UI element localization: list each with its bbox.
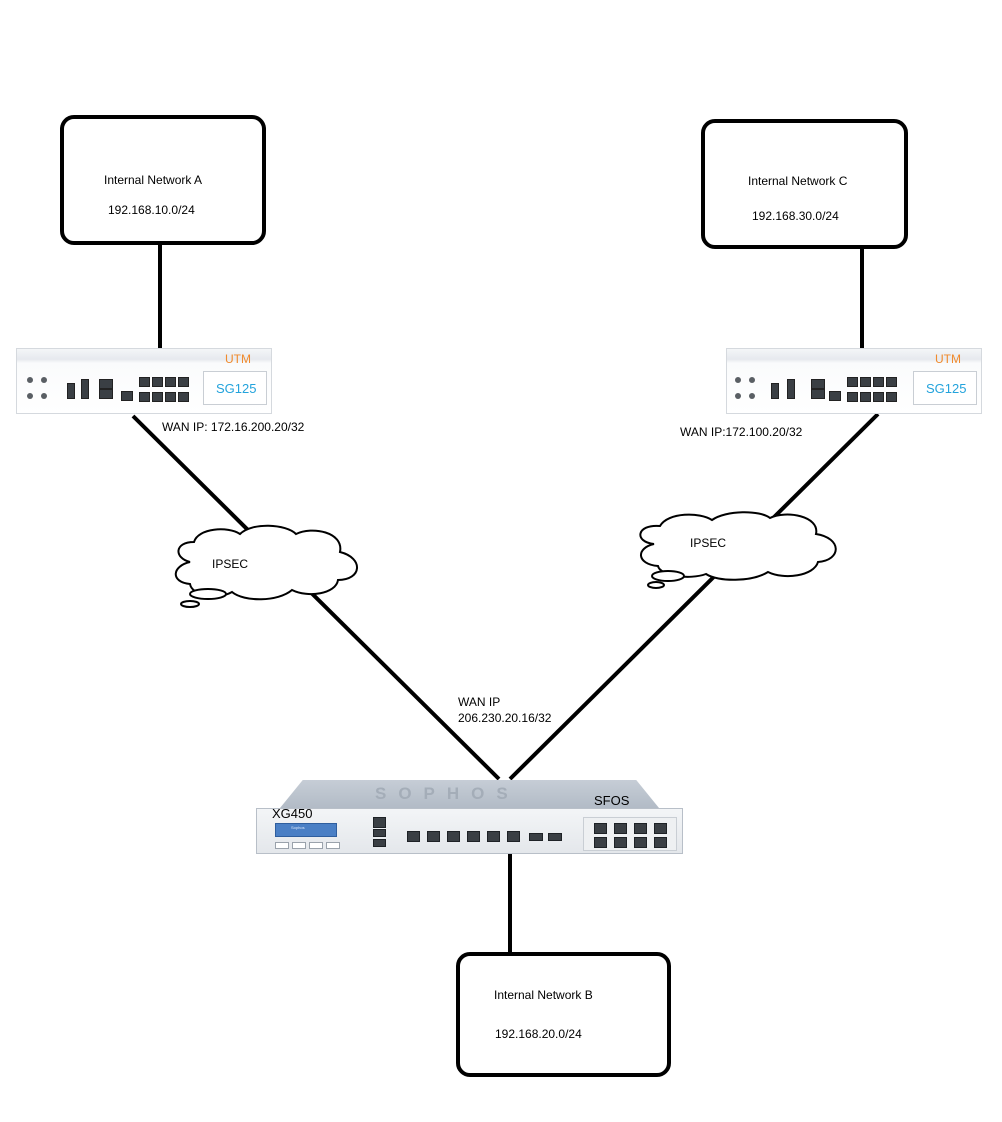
utm-right-model-panel: SG125 [913, 371, 977, 405]
utm-device-right: UTM SG125 [726, 348, 982, 414]
network-b-name: Internal Network B [494, 988, 593, 1002]
utm-right-brand: UTM [935, 352, 961, 366]
xg-lcd: Sophos [275, 823, 337, 837]
xg-os: SFOS [594, 793, 630, 808]
xg-model: XG450 [272, 806, 313, 821]
network-b-subnet: 192.168.20.0/24 [495, 1027, 582, 1041]
xg-lcd-text: Sophos [291, 825, 305, 830]
network-a-subnet: 192.168.10.0/24 [108, 203, 195, 217]
ipsec-left-label: IPSEC [212, 557, 249, 571]
xg-wan-ip: 206.230.20.16/32 [458, 711, 552, 725]
network-a-name: Internal Network A [104, 173, 203, 187]
network-c-subnet: 192.168.30.0/24 [752, 209, 839, 223]
network-c-box: Internal Network C 192.168.30.0/24 [701, 119, 908, 249]
ipsec-cloud-right [639, 511, 837, 589]
utm-device-left: UTM SG125 [16, 348, 272, 414]
link-utm-right-to-xg [508, 412, 880, 781]
xg-front-panel: Sophos [256, 808, 683, 854]
utm-left-brand: UTM [225, 352, 251, 366]
ipsec-right-label: IPSEC [690, 536, 727, 550]
xg-device: SOPHOS Sophos [256, 780, 683, 854]
utm-right-model: SG125 [926, 381, 967, 396]
utm-left-wan-ip: WAN IP: 172.16.200.20/32 [162, 420, 305, 434]
network-c-name: Internal Network C [748, 174, 848, 188]
xg-logo: SOPHOS [375, 784, 520, 803]
utm-left-model-panel: SG125 [203, 371, 267, 405]
xg-port-module [583, 817, 677, 851]
xg-wan-label: WAN IP [458, 695, 501, 709]
utm-right-wan-ip: WAN IP:172.100.20/32 [680, 425, 803, 439]
ipsec-cloud-left [174, 524, 358, 608]
link-utm-left-to-xg [131, 414, 501, 781]
network-b-box: Internal Network B 192.168.20.0/24 [456, 952, 671, 1077]
xg-top-cover: SOPHOS [280, 780, 659, 808]
utm-left-model: SG125 [216, 381, 257, 396]
network-a-box: Internal Network A 192.168.10.0/24 [60, 115, 266, 245]
